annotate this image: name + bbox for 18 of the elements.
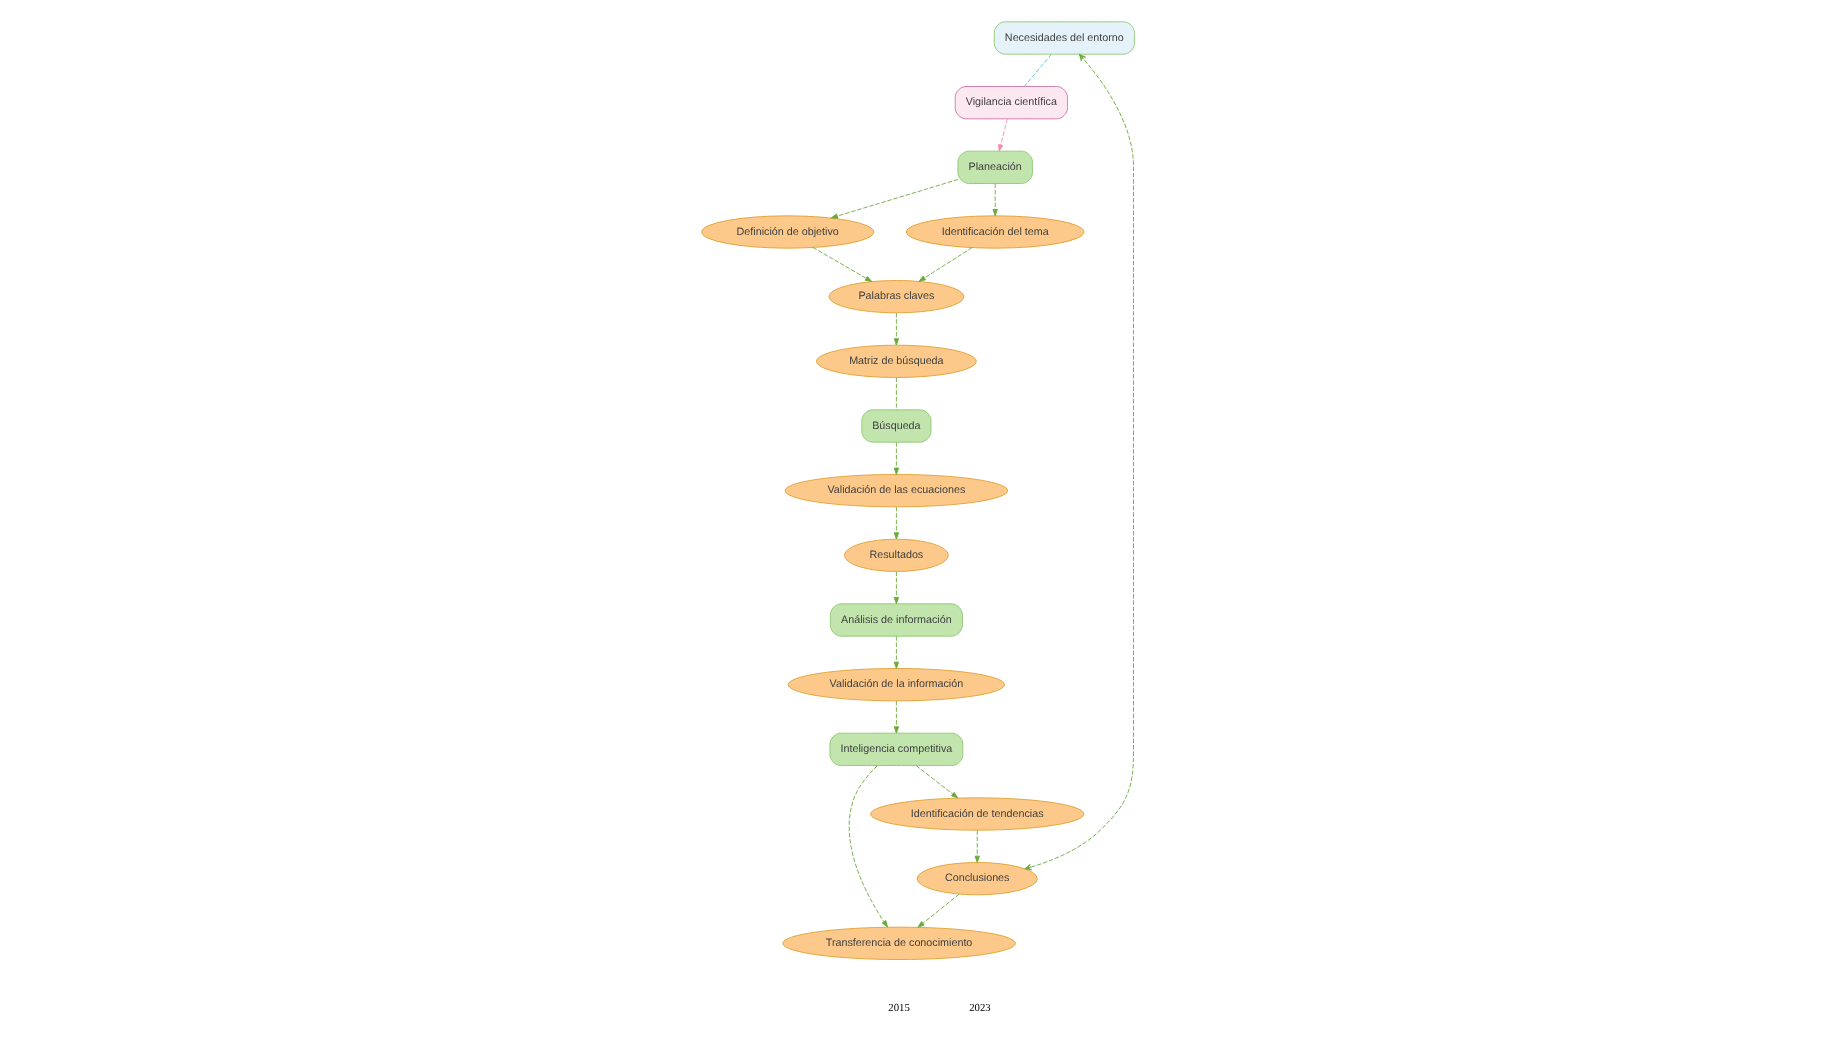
arrow bbox=[892, 312, 899, 346]
arrow bbox=[1023, 53, 1133, 871]
arrow bbox=[847, 765, 887, 928]
arrow bbox=[917, 247, 972, 282]
arrow bbox=[892, 636, 899, 669]
arrow bbox=[829, 179, 958, 219]
arrow bbox=[892, 506, 899, 540]
arrow bbox=[916, 893, 959, 928]
connector bbox=[894, 377, 896, 411]
arrow bbox=[892, 700, 899, 734]
arrow bbox=[892, 442, 899, 475]
arrow bbox=[997, 118, 1007, 152]
arrow bbox=[991, 183, 997, 217]
connector bbox=[1022, 54, 1051, 87]
arrow bbox=[914, 765, 958, 799]
arrow bbox=[811, 247, 872, 282]
arrow bbox=[973, 830, 979, 863]
arrow bbox=[892, 571, 899, 605]
